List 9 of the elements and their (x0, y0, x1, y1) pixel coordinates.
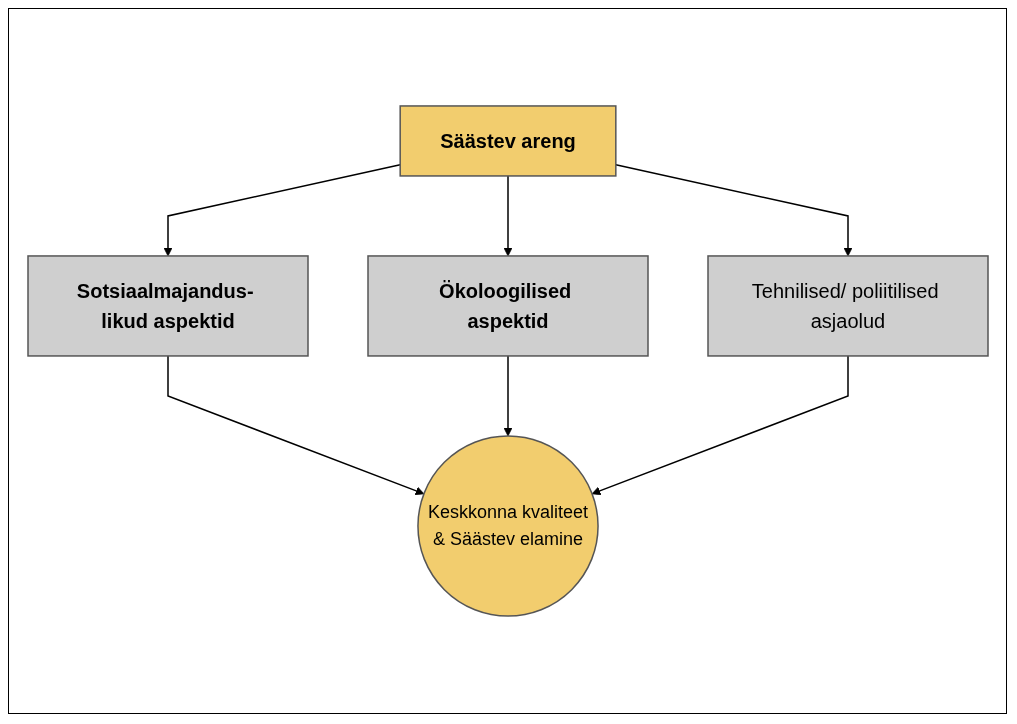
node-circle: Keskkonna kvaliteet & Säästev elamine (416, 435, 599, 617)
node-box: Säästev areng (398, 105, 617, 177)
arrow (591, 355, 849, 496)
arrow (503, 175, 512, 257)
arrow (503, 355, 512, 437)
node-box: Sotsiaalmajandus- likud aspektid (26, 255, 309, 357)
node-box: Ökoloogilised aspektid (366, 255, 649, 357)
arrow (166, 355, 424, 496)
node-box: Tehnilised/ poliitilised asjaolud (706, 255, 989, 357)
